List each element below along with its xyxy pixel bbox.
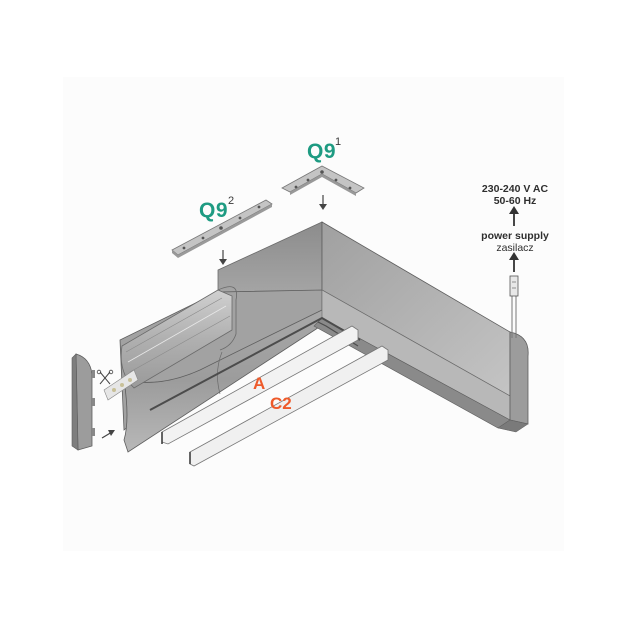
label-q9-corner: Q9 — [307, 140, 336, 164]
arrow-down-icon-q9-2 — [219, 250, 227, 265]
label-q9-straight-superscript: 2 — [228, 195, 235, 207]
label-q9-straight: Q9 — [199, 199, 228, 223]
power-frequency: 50-60 Hz — [493, 195, 537, 207]
led-profile — [119, 221, 529, 453]
power-spec: 230-240 V AC 50-60 Hz — [474, 183, 556, 207]
cover-c2-strip — [189, 345, 389, 467]
power-supply-label: power supply zasilacz — [474, 230, 556, 254]
arrow-up-icon-voltage — [509, 206, 519, 226]
led-strip — [103, 369, 139, 401]
arrow-icon-endcap — [101, 430, 115, 439]
scissors-icon — [96, 369, 114, 385]
arrow-up-icon-power — [509, 252, 519, 272]
power-cable — [509, 275, 519, 338]
label-q9-corner-superscript: 1 — [335, 136, 342, 148]
corner-connector-q9-1 — [281, 165, 365, 196]
arrow-down-icon-q9-1 — [319, 195, 327, 210]
straight-connector-q9-2 — [171, 199, 273, 258]
end-cap — [71, 353, 95, 451]
diffuser-a-strip — [161, 325, 359, 445]
label-diffuser-a: A — [253, 374, 266, 393]
label-q9-corner-text: Q9 — [307, 140, 337, 163]
power-title: power supply — [481, 230, 549, 242]
power-title-pl: zasilacz — [496, 242, 534, 254]
label-cover-c2: C2 — [270, 394, 292, 413]
power-voltage: 230-240 V AC — [481, 183, 549, 195]
label-q9-straight-text: Q9 — [199, 199, 229, 222]
